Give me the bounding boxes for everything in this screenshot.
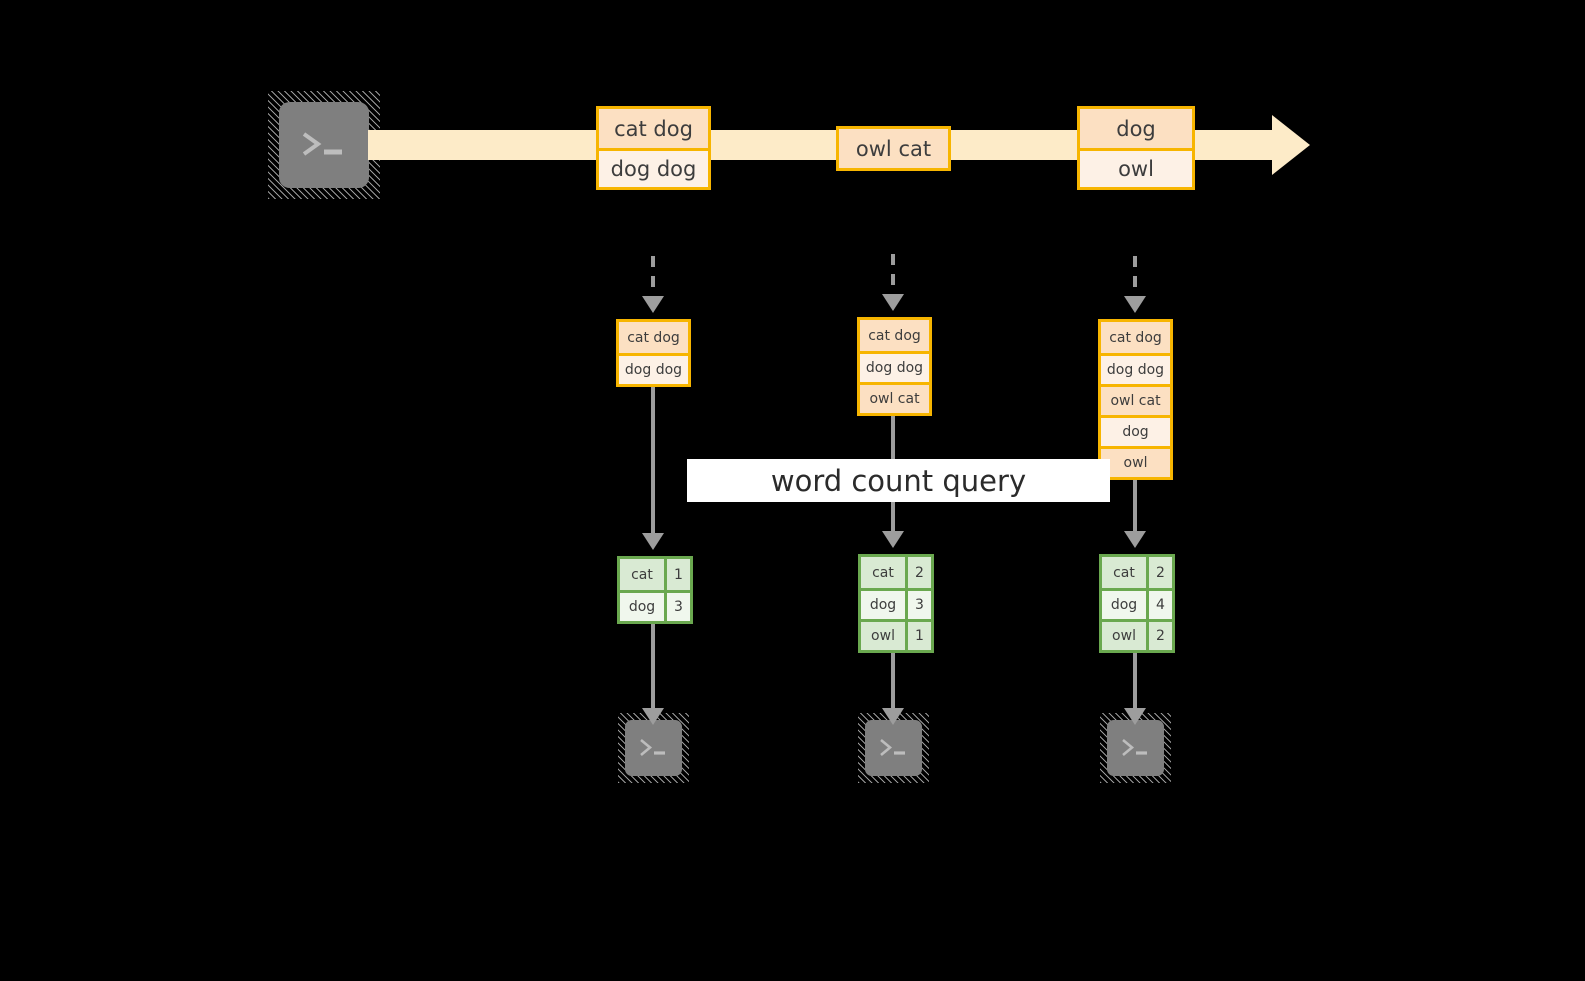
table-row: dog 3 <box>620 590 690 621</box>
column-3-query-line <box>1133 475 1137 531</box>
column-3-sink-arrowhead <box>1124 708 1146 725</box>
result-word: owl <box>861 622 905 650</box>
terminal-screen <box>625 720 682 776</box>
result-count: 4 <box>1146 591 1172 619</box>
column-2-sink-line <box>891 651 895 708</box>
column-1-result-table: cat 1 dog 3 <box>617 556 693 624</box>
result-word: dog <box>1102 591 1146 619</box>
column-3-query-arrowhead <box>1124 531 1146 548</box>
column-1-sink-arrowhead <box>642 708 664 725</box>
column-3-accumulated-events: cat dog dog dog owl cat dog owl <box>1098 319 1173 480</box>
stream-event-1: cat dog dog dog <box>596 106 711 190</box>
column-2-ingest-dashed-line <box>891 254 895 294</box>
result-count: 1 <box>905 622 931 650</box>
result-count: 2 <box>905 557 931 588</box>
result-word: dog <box>861 591 905 619</box>
stream-event-line: dog dog <box>599 148 708 187</box>
terminal-prompt-icon <box>639 739 665 756</box>
column-2-ingest-arrowhead <box>882 294 904 311</box>
stream-event-3: dog owl <box>1077 106 1195 190</box>
terminal-prompt-icon <box>879 739 905 756</box>
terminal-screen <box>1107 720 1164 776</box>
column-2-sink-arrowhead <box>882 708 904 725</box>
result-count: 2 <box>1146 622 1172 650</box>
column-2-result-table: cat 2 dog 3 owl 1 <box>858 554 934 653</box>
column-3-sink-line <box>1133 651 1137 708</box>
result-word: dog <box>620 593 664 621</box>
terminal-prompt-icon <box>1121 739 1147 756</box>
result-word: cat <box>1102 557 1146 588</box>
column-2-accumulated-events: cat dog dog dog owl cat <box>857 317 932 416</box>
result-count: 3 <box>664 593 690 621</box>
column-1-query-line <box>651 381 655 533</box>
column-1-accumulated-events: cat dog dog dog <box>616 319 691 387</box>
accumulated-event-line: dog dog <box>1101 353 1170 384</box>
column-1-query-arrowhead <box>642 533 664 550</box>
result-count: 2 <box>1146 557 1172 588</box>
column-1-ingest-arrowhead <box>642 296 664 313</box>
source-terminal-icon <box>268 91 380 199</box>
table-row: dog 4 <box>1102 588 1172 619</box>
result-word: cat <box>861 557 905 588</box>
column-3-ingest-dashed-line <box>1133 256 1137 296</box>
accumulated-event-line: owl cat <box>860 382 929 413</box>
stream-event-line: dog <box>1080 109 1192 148</box>
column-1-ingest-dashed-line <box>651 256 655 296</box>
accumulated-event-line: dog dog <box>619 353 688 384</box>
result-word: cat <box>620 559 664 590</box>
table-row: cat 2 <box>1102 557 1172 588</box>
result-count: 3 <box>905 591 931 619</box>
accumulated-event-line: owl cat <box>1101 384 1170 415</box>
table-row: dog 3 <box>861 588 931 619</box>
accumulated-event-line: cat dog <box>619 322 688 353</box>
table-row: cat 1 <box>620 559 690 590</box>
accumulated-event-line: cat dog <box>860 320 929 351</box>
accumulated-event-line: cat dog <box>1101 322 1170 353</box>
stream-event-line: cat dog <box>599 109 708 148</box>
column-3-result-table: cat 2 dog 4 owl 2 <box>1099 554 1175 653</box>
event-stream-arrowhead <box>1272 115 1310 175</box>
accumulated-event-line: dog <box>1101 415 1170 446</box>
result-word: owl <box>1102 622 1146 650</box>
table-row: cat 2 <box>861 557 931 588</box>
stream-event-line: owl <box>1080 148 1192 187</box>
terminal-prompt-icon <box>302 132 342 156</box>
column-2-query-arrowhead <box>882 531 904 548</box>
terminal-screen <box>865 720 922 776</box>
stream-event-line: owl cat <box>839 129 948 168</box>
terminal-screen <box>279 102 369 188</box>
table-row: owl 1 <box>861 619 931 650</box>
stream-event-2: owl cat <box>836 126 951 171</box>
accumulated-event-line: dog dog <box>860 351 929 382</box>
table-row: owl 2 <box>1102 619 1172 650</box>
column-1-sink-line <box>651 621 655 708</box>
result-count: 1 <box>664 559 690 590</box>
query-label: word count query <box>687 459 1110 502</box>
column-3-ingest-arrowhead <box>1124 296 1146 313</box>
accumulated-event-line: owl <box>1101 446 1170 477</box>
